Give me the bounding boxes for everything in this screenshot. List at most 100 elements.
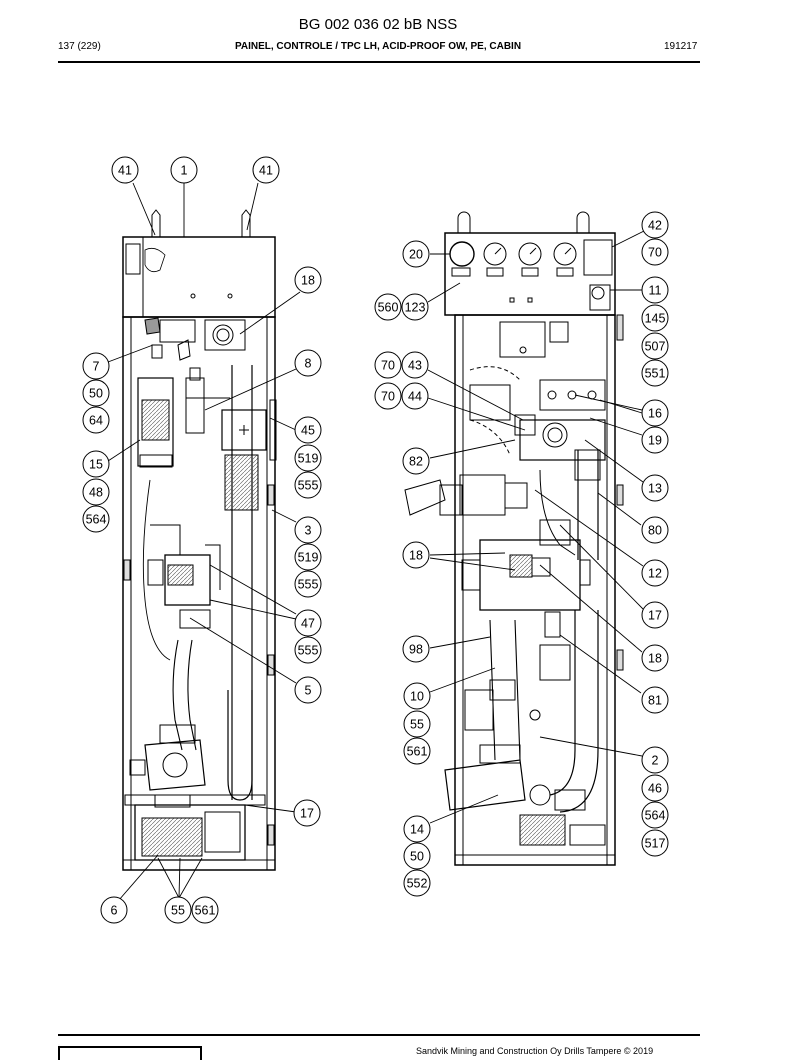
callout-label: 81 (648, 694, 662, 708)
callout-label: 18 (301, 274, 315, 288)
callout-label: 145 (645, 312, 666, 326)
callout-label: 17 (648, 609, 662, 623)
callout-right-80: 80 (641, 516, 669, 544)
callout-label: 55 (410, 718, 424, 732)
callout-left-519: 519 (294, 444, 322, 472)
page-number: 137 (229) (58, 41, 101, 52)
callout-left-17: 17 (293, 799, 321, 827)
callout-label: 70 (648, 246, 662, 260)
callout-right-20: 20 (402, 240, 430, 268)
callout-right-12: 12 (641, 559, 669, 587)
callout-right-517: 517 (641, 829, 669, 857)
callout-label: 45 (301, 424, 315, 438)
callout-label: 564 (645, 809, 666, 823)
callout-right-81: 81 (641, 686, 669, 714)
callout-right-19: 19 (641, 426, 669, 454)
callout-label: 17 (300, 807, 314, 821)
callout-label: 519 (298, 452, 319, 466)
callout-label: 55 (171, 904, 185, 918)
callout-label: 12 (648, 567, 662, 581)
callout-label: 50 (89, 387, 103, 401)
callout-label: 551 (645, 367, 666, 381)
callout-right-11: 11 (641, 276, 669, 304)
callout-right-123: 123 (401, 293, 429, 321)
right-panel-view (404, 211, 624, 866)
callout-label: 70 (381, 390, 395, 404)
callout-label: 561 (407, 745, 428, 759)
callout-label: 2 (652, 754, 659, 768)
callout-label: 20 (409, 248, 423, 262)
callout-label: 507 (645, 340, 666, 354)
callout-right-43: 43 (401, 351, 429, 379)
callout-left-8: 8 (294, 349, 322, 377)
callout-left-555: 555 (294, 471, 322, 499)
footer-rule (58, 1034, 700, 1036)
callout-right-14: 14 (403, 815, 431, 843)
company-logo (58, 1046, 202, 1060)
callout-label: 46 (648, 782, 662, 796)
callout-label: 98 (409, 643, 423, 657)
callout-label: 80 (648, 524, 662, 538)
callout-label: 18 (409, 549, 423, 563)
left-panel-view (122, 209, 277, 871)
callout-right-16: 16 (641, 399, 669, 427)
callout-label: 11 (649, 284, 662, 298)
callout-right-70: 70 (374, 351, 402, 379)
callout-label: 519 (298, 551, 319, 565)
document-number: BG 002 036 02 bB NSS (298, 16, 458, 33)
callout-left-15: 15 (82, 450, 110, 478)
callout-label: 44 (408, 390, 422, 404)
callout-label: 41 (118, 164, 132, 178)
callout-right-507: 507 (641, 332, 669, 360)
callout-right-2: 2 (641, 746, 669, 774)
callout-label: 564 (86, 513, 107, 527)
callout-label: 19 (648, 434, 662, 448)
callout-right-55: 55 (403, 710, 431, 738)
callout-left-41: 41 (252, 156, 280, 184)
callout-left-7: 7 (82, 352, 110, 380)
callout-left-41: 41 (111, 156, 139, 184)
callout-label: 7 (93, 360, 100, 374)
callout-label: 6 (111, 904, 118, 918)
callout-right-10: 10 (403, 682, 431, 710)
callout-left-55: 55 (164, 896, 192, 924)
callout-label: 13 (648, 482, 662, 496)
callout-label: 14 (410, 823, 424, 837)
callout-label: 517 (645, 837, 666, 851)
callout-label: 42 (648, 219, 662, 233)
callout-label: 82 (409, 455, 423, 469)
callout-label: 5 (305, 684, 312, 698)
callout-label: 15 (89, 458, 103, 472)
callout-right-70: 70 (374, 382, 402, 410)
document-date: 191217 (664, 41, 698, 52)
callout-left-1: 1 (170, 156, 198, 184)
callout-label: 555 (298, 578, 319, 592)
callout-right-42: 42 (641, 211, 669, 239)
callout-label: 48 (89, 486, 103, 500)
callout-left-561: 561 (191, 896, 219, 924)
callout-left-18: 18 (294, 266, 322, 294)
callout-label: 16 (648, 407, 662, 421)
callout-right-552: 552 (403, 869, 431, 897)
callout-label: 123 (405, 301, 426, 315)
callout-left-6: 6 (100, 896, 128, 924)
callout-right-18: 18 (641, 644, 669, 672)
callout-left-564: 564 (82, 505, 110, 533)
header-rule (58, 61, 700, 63)
page-title: PAINEL, CONTROLE / TPC LH, ACID-PROOF OW… (234, 41, 522, 52)
callout-right-560: 560 (374, 293, 402, 321)
callout-label: 47 (301, 617, 315, 631)
callout-right-50: 50 (403, 842, 431, 870)
callout-left-519: 519 (294, 543, 322, 571)
callout-right-551: 551 (641, 359, 669, 387)
callout-left-47: 47 (294, 609, 322, 637)
callout-label: 70 (381, 359, 395, 373)
callout-label: 3 (305, 524, 312, 538)
callout-label: 8 (305, 357, 312, 371)
callout-label: 560 (378, 301, 399, 315)
callout-label: 41 (259, 164, 273, 178)
callout-label: 10 (410, 690, 424, 704)
callout-left-64: 64 (82, 406, 110, 434)
callout-left-3: 3 (294, 516, 322, 544)
